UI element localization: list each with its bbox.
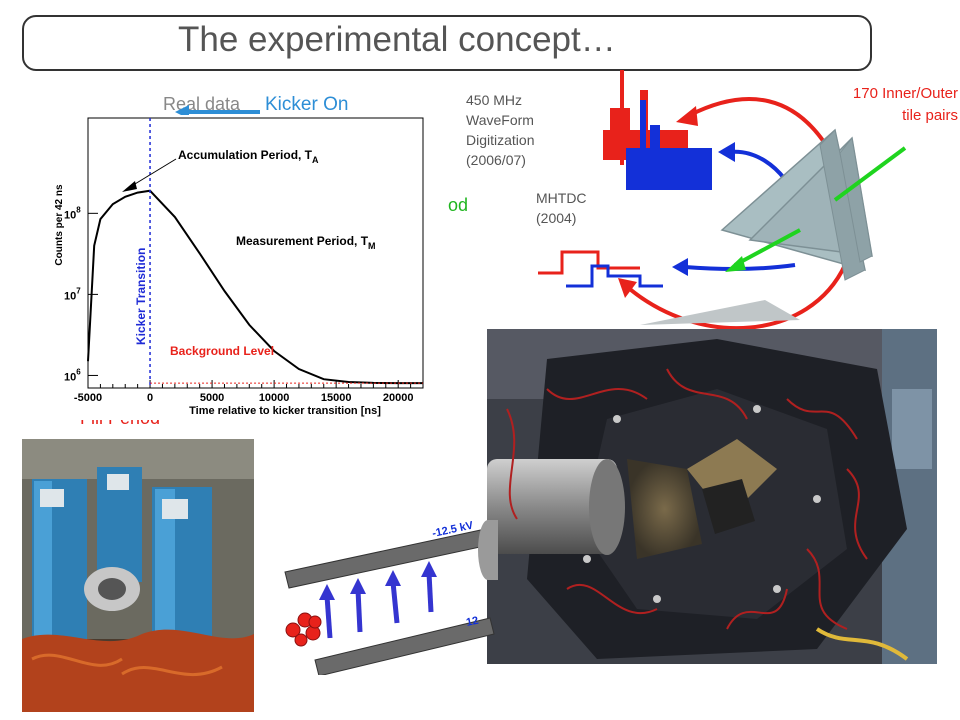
x-tick-label: 20000 [383,392,414,404]
plot-ylabel: Counts per 42 ns [54,184,65,266]
bottom-plate-icon [314,617,495,675]
decay-curve [87,189,423,385]
accumulation-arrow [129,158,177,188]
background-annotation: Background Level [170,344,274,358]
x-tick-label: 0 [147,392,153,404]
x-tick-label: 10000 [259,392,290,404]
decay-plot-panel: -5000 0 5000 10000 15000 20000 108 107 106 Count… [40,115,430,420]
detector-schematic [538,70,907,331]
tiles-label: 170 Inner/Outer tile pairs [852,85,958,124]
title-box [22,15,872,71]
red-signal-arrow-bottom [623,264,847,331]
mhtdc-label: MHTDC (2004) [536,190,587,226]
kicker-on-label: Kicker On [265,94,349,115]
red-pulse-icon [538,250,640,275]
y-tick-label: 107 [64,286,81,302]
bottom-voltage-label: 12 [465,615,479,629]
green-track-top [833,146,907,202]
kicker-plates-diagram: -12.5 kV 12 [284,519,495,675]
green-track-bottom [734,228,801,267]
measurement-annotation: Measurement Period, TM [236,234,376,251]
detector-photo [487,329,937,664]
field-arrows [319,561,437,639]
decay-plot: -5000 0 5000 10000 15000 20000 108 107 106 Count… [54,117,424,417]
digitization-label: 450 MHz WaveForm Digitization (2006/07) [466,92,535,168]
x-tick-label: 15000 [321,392,352,404]
y-tick-label: 106 [64,367,81,383]
x-tick-label: 5000 [200,392,224,404]
kicker-annotation: Kicker Transition [134,248,148,345]
kicker-magnets-photo [22,439,254,712]
blue-waveform-icon [626,100,712,190]
y-tick-label: 108 [64,205,81,221]
grey-blob [478,520,498,580]
period-green-label: od [448,195,469,215]
plot-frame [87,117,424,389]
accumulation-annotation: Accumulation Period, TA [178,148,319,165]
blue-pulse-icon [566,264,663,288]
x-tick-label: -5000 [74,392,102,404]
page-title: The experimental concept… [178,20,616,59]
ion-bunch-icon [285,612,322,647]
plot-xlabel: Time relative to kicker transition [ns] [189,405,381,417]
scintillator-tile-icon [720,128,873,281]
accumulation-arrowhead-icon [122,181,137,192]
